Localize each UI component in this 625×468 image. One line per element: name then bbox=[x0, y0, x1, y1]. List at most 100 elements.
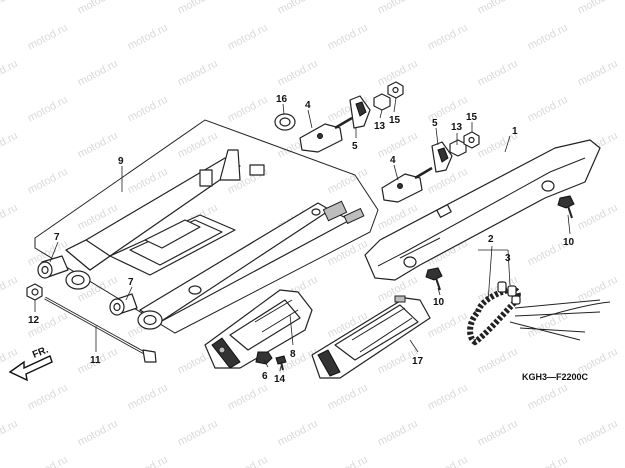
adjuster-4-lower bbox=[381, 166, 433, 203]
watermark-text: motod.ru bbox=[0, 130, 20, 161]
watermark-text: motod.ru bbox=[326, 382, 370, 413]
watermark-text: motod.ru bbox=[426, 310, 470, 341]
callout-12: 12 bbox=[28, 315, 40, 326]
callout-5-upper: 5 bbox=[352, 141, 358, 152]
callout-10-case: 10 bbox=[563, 237, 575, 248]
watermark-text: motod.ru bbox=[326, 238, 370, 269]
adjuster-4-upper bbox=[299, 116, 353, 153]
watermark-text: motod.ru bbox=[0, 418, 20, 449]
watermark-text: motod.ru bbox=[176, 58, 220, 89]
watermark-text: motod.ru bbox=[576, 58, 620, 89]
watermark-text: motod.ru bbox=[76, 130, 120, 161]
watermark-text: motod.ru bbox=[26, 94, 70, 125]
watermark-text: motod.ru bbox=[226, 94, 270, 125]
callout-4-lower: 4 bbox=[390, 155, 396, 166]
collar-7-upper bbox=[37, 255, 69, 279]
callout-9: 9 bbox=[118, 156, 124, 167]
watermark-text: motod.ru bbox=[326, 454, 370, 468]
drive-chain-2 bbox=[467, 286, 611, 346]
swingarm-9 bbox=[34, 119, 379, 334]
ring-16 bbox=[274, 113, 296, 131]
callout-3: 3 bbox=[505, 253, 511, 264]
watermark-text: motod.ru bbox=[526, 94, 570, 125]
watermark-text: motod.ru bbox=[126, 94, 170, 125]
callout-labels: 1 2 3 4 4 5 5 6 7 7 8 9 10 10 11 12 13 1… bbox=[28, 94, 575, 385]
watermark-text: motod.ru bbox=[26, 22, 70, 53]
watermark-text: motod.ru bbox=[376, 130, 420, 161]
watermark-text: motod.ru bbox=[376, 0, 420, 17]
watermark-text: motod.ru bbox=[526, 382, 570, 413]
callout-8: 8 bbox=[290, 349, 296, 360]
watermark-text: motod.ru bbox=[526, 22, 570, 53]
nut-15-lower bbox=[463, 131, 480, 149]
watermark-text: motod.ru bbox=[0, 274, 20, 305]
watermark-text: motod.ru bbox=[476, 58, 520, 89]
nut-13-upper bbox=[373, 93, 391, 111]
watermark-text: motod.ru bbox=[26, 454, 70, 468]
watermark-text: motod.ru bbox=[276, 0, 320, 17]
callout-13-upper: 13 bbox=[374, 121, 386, 132]
screw-14 bbox=[275, 355, 287, 371]
watermark-text: motod.ru bbox=[326, 166, 370, 197]
watermark-text: motod.ru bbox=[276, 418, 320, 449]
nut-13-lower bbox=[449, 139, 467, 157]
watermark-text: motod.ru bbox=[126, 22, 170, 53]
watermark-text: motod.ru bbox=[76, 58, 120, 89]
bolt-10-lower bbox=[425, 267, 443, 291]
watermark-text: motod.ru bbox=[0, 202, 20, 233]
watermark-text: motod.ru bbox=[26, 166, 70, 197]
watermark-text: motod.ru bbox=[576, 418, 620, 449]
watermark-text: motod.ru bbox=[76, 0, 120, 17]
watermark-text: motod.ru bbox=[176, 0, 220, 17]
callout-1: 1 bbox=[512, 126, 518, 137]
watermark-text: motod.ru bbox=[576, 202, 620, 233]
callout-7-lower: 7 bbox=[128, 277, 134, 288]
callout-6: 6 bbox=[262, 371, 268, 382]
pivot-bolt-11 bbox=[44, 296, 157, 363]
chain-joint-3 bbox=[497, 281, 521, 305]
callout-17: 17 bbox=[412, 356, 424, 367]
callout-4-upper: 4 bbox=[305, 100, 311, 111]
callout-14: 14 bbox=[274, 374, 286, 385]
watermark-text: motod.ru bbox=[576, 0, 620, 17]
watermark-text: motod.ru bbox=[276, 58, 320, 89]
watermark-text: motod.ru bbox=[376, 418, 420, 449]
callout-2: 2 bbox=[488, 234, 494, 245]
leader-lines bbox=[34, 97, 571, 372]
watermark-text: motod.ru bbox=[176, 130, 220, 161]
callout-11: 11 bbox=[90, 355, 101, 366]
watermark-text: motod.ru bbox=[226, 454, 270, 468]
watermark-text: motod.ru bbox=[426, 22, 470, 53]
collar-7-lower bbox=[109, 293, 138, 316]
plate-5-upper bbox=[349, 95, 371, 129]
watermark-text: motod.ru bbox=[226, 382, 270, 413]
plate-5-lower bbox=[431, 141, 453, 173]
watermark-text: motod.ru bbox=[226, 22, 270, 53]
diagram-code: KGH3—F2200C bbox=[522, 372, 589, 382]
callout-7-upper: 7 bbox=[54, 232, 60, 243]
pivot-nut-12 bbox=[26, 283, 43, 301]
watermark-text: motod.ru bbox=[0, 0, 20, 17]
nut-15-upper bbox=[387, 81, 404, 99]
watermark-text: motod.ru bbox=[426, 382, 470, 413]
watermark-text: motod.ru bbox=[0, 58, 20, 89]
watermark-text: motod.ru bbox=[476, 346, 520, 377]
watermark-text: motod.ru bbox=[126, 454, 170, 468]
callout-15-lower: 15 bbox=[466, 112, 478, 123]
watermark-text: motod.ru bbox=[176, 418, 220, 449]
bolt-10-case bbox=[557, 195, 575, 219]
screw-6 bbox=[255, 351, 273, 365]
callout-16: 16 bbox=[276, 94, 288, 105]
watermark-text: motod.ru bbox=[476, 0, 520, 17]
chain-slider-8 bbox=[204, 289, 313, 369]
chain-slider-17 bbox=[311, 295, 431, 379]
watermark-text: motod.ru bbox=[126, 382, 170, 413]
watermark-text: motod.ru bbox=[76, 418, 120, 449]
callout-15-upper: 15 bbox=[389, 115, 401, 126]
watermark-text: motod.ru bbox=[26, 382, 70, 413]
chain-case-1 bbox=[364, 139, 601, 281]
watermark-text: motod.ru bbox=[526, 454, 570, 468]
watermark-text: motod.ru bbox=[426, 166, 470, 197]
watermark-text: motod.ru bbox=[476, 418, 520, 449]
watermark-text: motod.ru bbox=[426, 454, 470, 468]
